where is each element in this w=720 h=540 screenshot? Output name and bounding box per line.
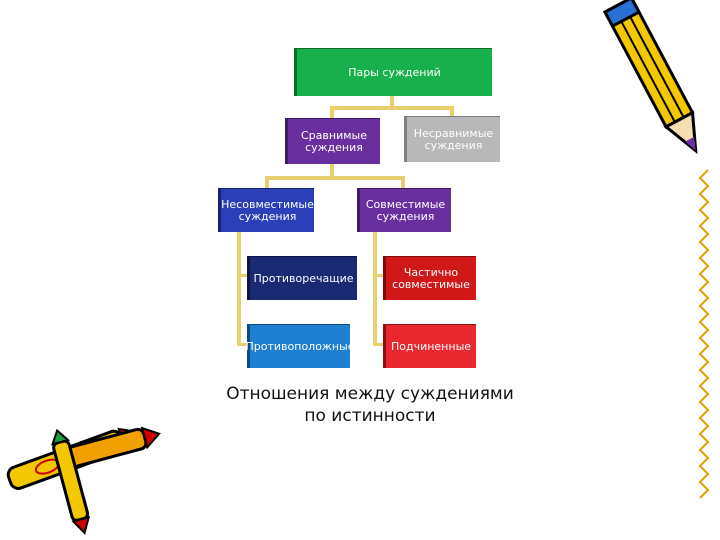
node-contradictory: Противоречащие — [247, 256, 357, 300]
connector-to-subordinate — [373, 343, 383, 346]
node-comparable-judgments: Сравнимые суждения — [285, 118, 380, 164]
zigzag-border — [698, 169, 710, 499]
diagram-caption: Отношения между суждениями по истинности — [226, 384, 514, 426]
pencil-icon — [602, 0, 698, 155]
connector-level1-horizontal — [330, 106, 454, 110]
connector-to-comparable — [330, 106, 334, 118]
node-partially-compatible: Частично совместимые — [383, 256, 476, 300]
connector-incompatible-trunk — [237, 232, 241, 346]
connector-level2-horizontal — [265, 176, 405, 180]
connector-to-compatible — [401, 176, 405, 188]
crayons-icon — [6, 426, 161, 535]
connector-to-incomparable — [450, 106, 454, 116]
node-incomparable-judgments: Несравнимые суждения — [404, 116, 500, 162]
connector-to-contradictory — [237, 274, 247, 277]
node-contrary: Противоположные — [246, 324, 355, 368]
connector-comparable-down — [330, 164, 334, 178]
node-compatible-judgments: Совместимые суждения — [357, 188, 451, 232]
connector-to-partial — [373, 274, 383, 277]
connector-to-contrary — [237, 343, 247, 346]
connector-root-down — [390, 96, 394, 108]
node-pairs-of-judgments: Пары суждений — [294, 48, 492, 96]
connector-compatible-trunk — [373, 232, 377, 346]
node-subordinate: Подчиненные — [383, 324, 476, 368]
connector-to-incompatible — [265, 176, 269, 188]
node-incompatible-judgments: Несовместимые суждения — [218, 188, 314, 232]
